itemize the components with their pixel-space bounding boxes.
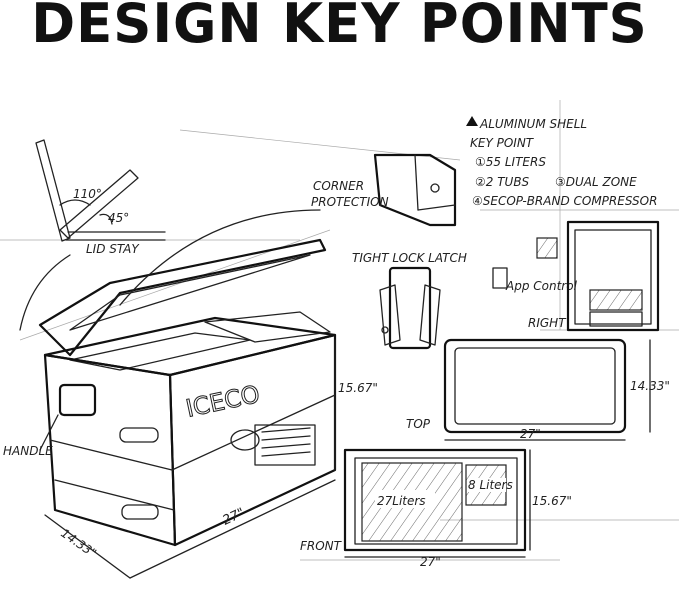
- top-view-label: TOP: [406, 417, 431, 431]
- height-dimension: 15.67": [338, 381, 378, 395]
- cooler-perspective: ICECO 14.33" 27" 15.67" HANDLE: [3, 238, 378, 579]
- angle-stay-label: 45°: [108, 211, 129, 225]
- corner-protection-label-1: CORNER: [313, 179, 364, 193]
- handle-label: HANDLE: [3, 444, 53, 458]
- length-dimension: 27": [220, 506, 247, 529]
- handle: [58, 383, 97, 417]
- app-control-label: App Control: [505, 279, 578, 293]
- page-title: DESIGN KEY POINTS: [31, 0, 648, 55]
- front-width-dimension: 27": [420, 555, 441, 569]
- top-view: 27" 14.33" TOP: [406, 338, 670, 441]
- key-point-2: ②2 TUBS: [475, 175, 530, 189]
- large-zone-label: 27Liters: [377, 494, 426, 508]
- lid-stay-label: LID STAY: [86, 242, 140, 256]
- angle-open-label: 110°: [73, 187, 102, 201]
- small-zone-label: 8 Liters: [468, 478, 513, 492]
- brand-logo: ICECO: [183, 380, 262, 423]
- material-note: ALUMINUM SHELL: [479, 117, 587, 131]
- key-point-4: ④SECOP-BRAND COMPRESSOR: [472, 194, 657, 208]
- depth-dimension: 14.33": [58, 526, 99, 560]
- lid-stay-detail: 110° 45° LID STAY: [19, 139, 166, 331]
- latch-detail: TIGHT LOCK LATCH App Control: [352, 251, 578, 350]
- key-point-heading: KEY POINT: [470, 136, 535, 150]
- latch-label: TIGHT LOCK LATCH: [352, 251, 467, 265]
- corner-protection-label-2: PROTECTION: [311, 195, 389, 209]
- front-view: 27Liters 8 Liters 27" 15.67" FRONT: [300, 448, 572, 569]
- corner-protection-detail: CORNER PROTECTION: [119, 153, 457, 306]
- front-height-dimension: 15.67": [532, 494, 572, 508]
- key-points-notes: ALUMINUM SHELL KEY POINT ①55 LITERS ②2 T…: [466, 116, 657, 208]
- key-point-1: ①55 LITERS: [475, 155, 546, 169]
- top-depth-dimension: 14.33": [630, 379, 670, 393]
- right-view-label: RIGHT: [528, 316, 567, 330]
- top-width-dimension: 27": [520, 427, 541, 441]
- right-view: RIGHT: [528, 220, 660, 332]
- key-point-3: ③DUAL ZONE: [555, 175, 637, 189]
- front-view-label: FRONT: [300, 539, 343, 553]
